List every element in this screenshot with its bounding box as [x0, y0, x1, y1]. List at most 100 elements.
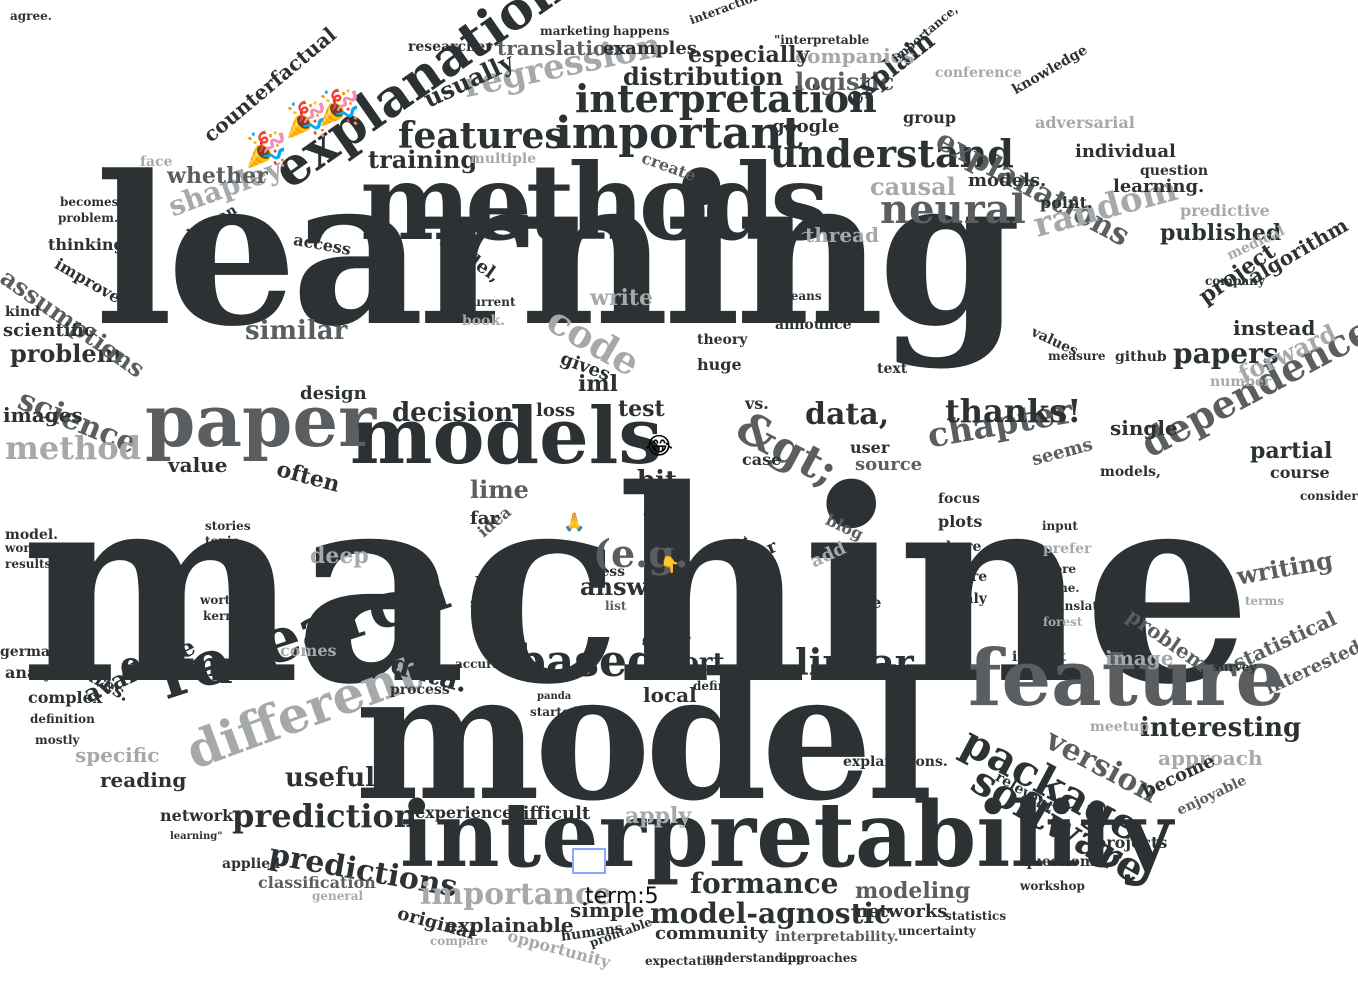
word-term[interactable]: interesting: [1140, 713, 1302, 743]
word-term[interactable]: group: [903, 108, 957, 127]
word-term[interactable]: models,: [1100, 464, 1161, 480]
word-term[interactable]: text: [877, 361, 908, 377]
word-term[interactable]: community: [655, 923, 768, 944]
word-term[interactable]: number: [1210, 374, 1272, 390]
word-term[interactable]: quite: [835, 593, 882, 612]
word-term[interactable]: forest: [1043, 615, 1083, 629]
word-term[interactable]: loss: [536, 400, 576, 421]
word-term[interactable]: mostly: [35, 733, 80, 747]
word-term[interactable]: interpretability: [400, 782, 1173, 888]
word-term[interactable]: example: [120, 645, 279, 685]
word-term[interactable]: methods: [360, 140, 829, 264]
word-term[interactable]: test: [618, 396, 665, 422]
word-term[interactable]: interaction: [687, 0, 763, 28]
word-term[interactable]: impact: [1012, 649, 1066, 665]
word-term[interactable]: thanks!: [945, 392, 1082, 430]
word-term[interactable]: future: [938, 569, 988, 585]
word-term[interactable]: topic: [205, 534, 239, 548]
word-term[interactable]: becomes: [60, 195, 119, 209]
word-term[interactable]: understand: [770, 131, 1014, 176]
word-term[interactable]: learning": [170, 831, 223, 842]
word-term[interactable]: logistic: [795, 67, 895, 96]
word-term[interactable]: panda: [537, 691, 572, 702]
word-term[interactable]: tools: [648, 614, 687, 630]
word-term[interactable]: meetup: [1090, 719, 1150, 735]
word-term[interactable]: easy: [647, 533, 686, 552]
word-term[interactable]: lime: [470, 475, 529, 504]
word-term[interactable]: trees: [832, 612, 872, 628]
word-term[interactable]: papers: [1173, 337, 1279, 370]
word-term[interactable]: comes: [280, 641, 337, 660]
word-term[interactable]: understanding: [706, 951, 805, 965]
word-term[interactable]: means: [778, 289, 822, 303]
word-term[interactable]: deep: [310, 543, 369, 569]
word-term[interactable]: huge: [697, 355, 742, 374]
word-term[interactable]: explanations.: [843, 754, 948, 770]
word-term[interactable]: list: [605, 599, 627, 613]
selection-box[interactable]: [572, 848, 606, 874]
word-term[interactable]: individual: [1075, 141, 1176, 162]
word-term[interactable]: whether: [167, 163, 268, 189]
word-term[interactable]: experience: [415, 803, 513, 822]
word-term[interactable]: user: [850, 438, 890, 457]
word-term[interactable]: models.: [968, 170, 1047, 191]
word-term[interactable]: specific: [75, 743, 160, 767]
word-term[interactable]: point.: [1040, 193, 1093, 212]
word-term[interactable]: learning.: [1113, 176, 1205, 197]
word-term[interactable]: formance: [690, 867, 839, 900]
word-term[interactable]: source: [855, 454, 923, 475]
word-term[interactable]: translate: [1045, 599, 1106, 613]
word-term[interactable]: "interpretable: [774, 33, 870, 47]
word-term[interactable]: cover: [642, 630, 691, 649]
word-term[interactable]: company: [1205, 274, 1265, 288]
word-term[interactable]: highly: [938, 591, 987, 607]
word-term[interactable]: die: [745, 576, 773, 595]
word-term[interactable]: companies: [795, 44, 915, 68]
word-term[interactable]: published: [1160, 220, 1282, 246]
word-term[interactable]: works: [5, 541, 45, 555]
word-term[interactable]: survey: [1213, 660, 1257, 674]
word-term[interactable]: translation: [497, 36, 621, 60]
word-term[interactable]: focus: [938, 491, 980, 507]
word-term[interactable]: examples: [603, 38, 697, 59]
word-term[interactable]: approaches: [780, 951, 858, 965]
word-term[interactable]: box: [475, 573, 507, 592]
word-term[interactable]: classification: [258, 873, 376, 892]
word-term[interactable]: plots: [938, 512, 983, 531]
word-term[interactable]: vs.: [745, 394, 769, 413]
word-term[interactable]: answer: [580, 572, 676, 601]
word-term[interactable]: decision: [392, 398, 514, 428]
word-term[interactable]: question: [1140, 163, 1209, 179]
word-term[interactable]: approach: [1158, 746, 1263, 770]
word-term[interactable]: pay: [652, 599, 679, 615]
word-term[interactable]: e.g.: [643, 503, 680, 524]
word-term[interactable]: reading: [100, 768, 187, 792]
word-term[interactable]: modeling: [855, 878, 971, 904]
word-term[interactable]: based: [515, 636, 658, 687]
word-term[interactable]: thread: [805, 223, 879, 247]
word-term[interactable]: short: [648, 648, 725, 678]
word-term[interactable]: value: [168, 453, 228, 477]
word-term[interactable]: case: [742, 450, 782, 469]
word-term[interactable]: interpretability.: [775, 929, 899, 945]
word-term[interactable]: simple: [570, 898, 645, 922]
word-term[interactable]: instead: [1233, 316, 1316, 340]
word-term[interactable]: researcher: [408, 39, 493, 55]
word-term[interactable]: distribution: [623, 62, 784, 91]
word-term[interactable]: applied: [222, 856, 280, 872]
word-term[interactable]: google: [772, 116, 840, 137]
word-term[interactable]: announce: [775, 317, 852, 333]
word-term[interactable]: explainable: [445, 913, 574, 937]
word-term[interactable]: bit: [637, 466, 678, 496]
word-term[interactable]: write: [590, 285, 654, 311]
word-term[interactable]: scientific: [3, 320, 95, 341]
word-term[interactable]: important: [555, 108, 803, 159]
word-term[interactable]: linear: [795, 642, 914, 684]
word-term[interactable]: similar: [245, 316, 348, 346]
word-term[interactable]: conference: [935, 65, 1022, 81]
word-term[interactable]: stories: [205, 519, 251, 533]
word-term[interactable]: small: [470, 593, 519, 612]
word-term[interactable]: uncertainty: [898, 924, 976, 938]
word-term[interactable]: current: [465, 295, 516, 309]
word-term[interactable]: uses: [742, 596, 782, 615]
